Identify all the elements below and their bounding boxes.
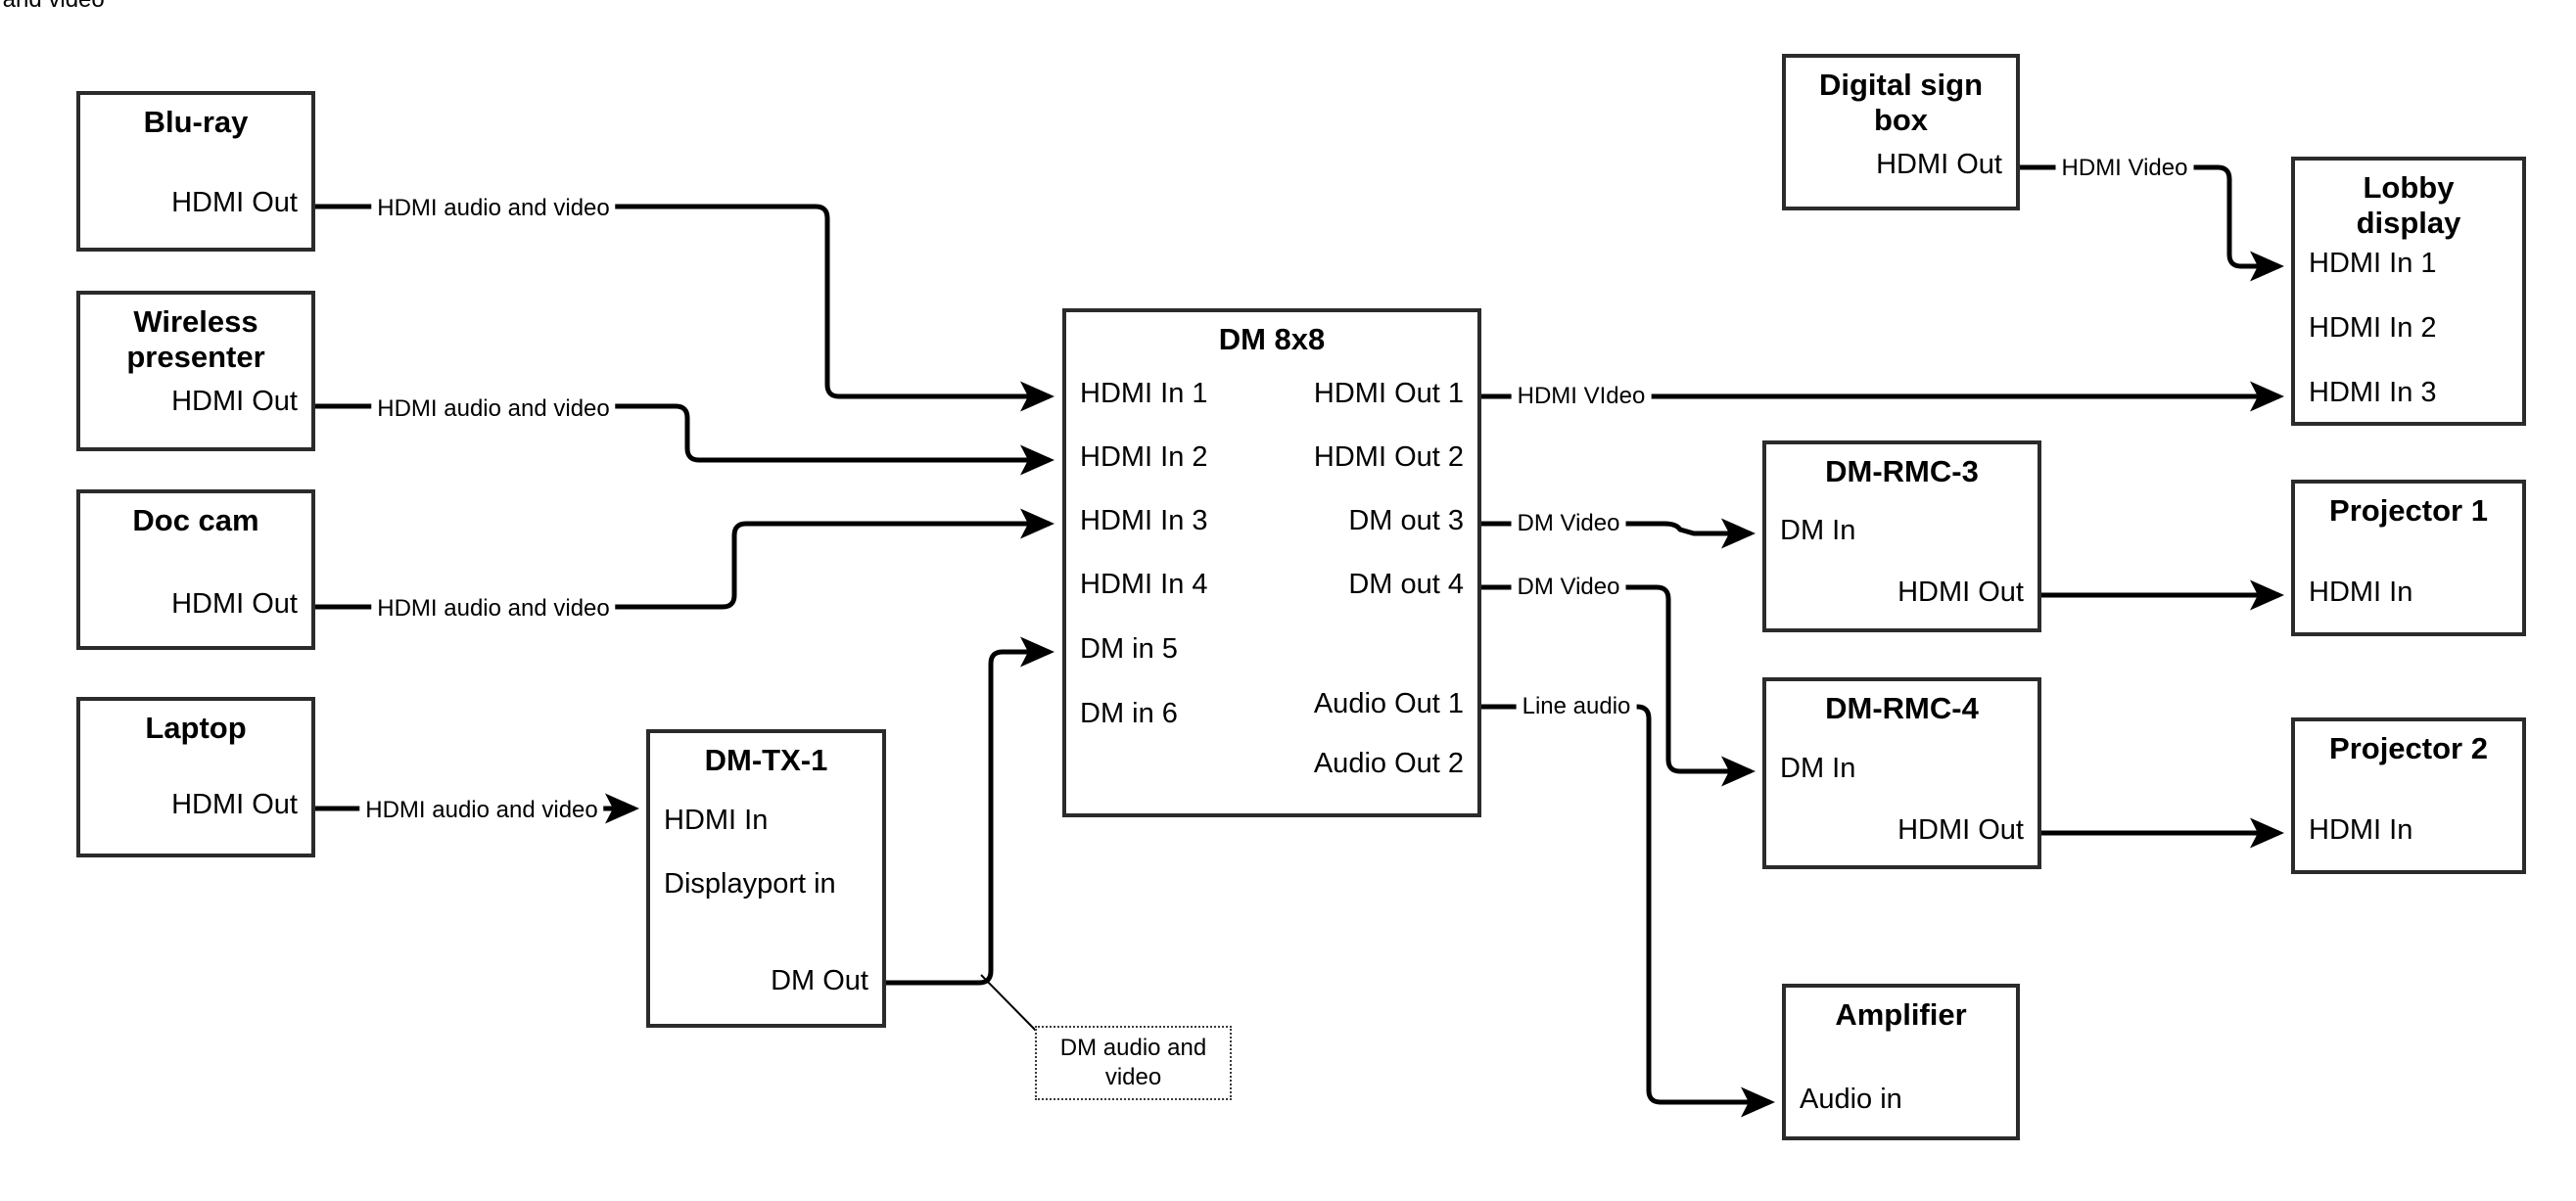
wire-digital-sign-to-lobby-hdmi-1 [2020,164,2284,282]
port-dm-8x8-dm-in-6[interactable]: DM in 6 [1080,698,1178,729]
wire-label-dm-tx-1-to-dm-in-5: DM audio and video [0,0,111,14]
port-blu-ray-hdmi-out[interactable]: HDMI Out [171,187,298,218]
port-dm-rmc-3-dm-in[interactable]: DM In [1780,515,1856,546]
wire-label-wireless-presenter-to-dm-in-2: HDMI audio and video [371,395,616,423]
port-dm-rmc-3-hdmi-out[interactable]: HDMI Out [1897,577,2024,608]
wire-label-dm-out-3-to-rmc-3: DM Video [1511,510,1626,537]
wire-dm-out-3-to-rmc-3 [1481,518,1756,549]
wire-label-audio-out-1-to-amplifier: Line audio [1516,693,1637,720]
device-title-amplifier: Amplifier [1835,997,1967,1032]
device-title-projector-2: Projector 2 [2329,731,2488,765]
device-box-dm-rmc-3[interactable]: DM-RMC-3 [1762,440,2041,632]
wire-audio-out-1-to-amplifier [1481,704,1775,1118]
port-dm-8x8-audio-out-1[interactable]: Audio Out 1 [1313,688,1464,719]
device-title-digital-sign-box: Digital sign box [1818,68,1984,137]
wire-label-blu-ray-to-dm-in-1: HDMI audio and video [371,195,616,222]
port-amplifier-audio-in[interactable]: Audio in [1800,1084,1902,1115]
wire-blu-ray-to-dm-in-1 [315,204,1054,412]
callout-leader-lines [980,974,1041,1036]
wire-label-laptop-to-dm-tx-1: HDMI audio and video [359,797,604,824]
port-dm-8x8-audio-out-2[interactable]: Audio Out 2 [1313,748,1464,779]
device-title-lobby-display: Lobby display [2356,170,2461,240]
device-title-dm-8x8: DM 8x8 [1218,322,1326,356]
device-title-dm-tx-1: DM-TX-1 [704,743,828,777]
wire-dm-out-4-to-rmc-4 [1481,584,1756,787]
device-title-dm-rmc-3: DM-RMC-3 [1825,454,1979,488]
device-title-dm-rmc-4: DM-RMC-4 [1825,691,1979,725]
port-projector-2-hdmi-in[interactable]: HDMI In [2309,814,2413,846]
device-title-laptop: Laptop [145,711,247,745]
device-box-dm-8x8[interactable]: DM 8x8 [1062,308,1481,817]
port-dm-tx-1-hdmi-in[interactable]: HDMI In [664,805,769,836]
port-dm-8x8-hdmi-out-1[interactable]: HDMI Out 1 [1313,378,1464,409]
port-dm-8x8-dm-in-5[interactable]: DM in 5 [1080,633,1178,665]
device-title-wireless-presenter: Wireless presenter [126,304,265,374]
port-digital-sign-box-hdmi-out[interactable]: HDMI Out [1876,149,2002,180]
device-title-doc-cam: Doc cam [132,503,259,537]
wire-dm-tx-1-to-dm-in-5 [886,636,1054,986]
device-box-projector-1[interactable]: Projector 1 [2291,480,2526,636]
wire-wireless-presenter-to-dm-in-2 [315,403,1054,476]
device-box-lobby-display[interactable]: Lobby display [2291,157,2526,426]
port-dm-8x8-dm-out-4[interactable]: DM out 4 [1348,569,1464,600]
port-lobby-display-hdmi-in-1[interactable]: HDMI In 1 [2309,248,2437,279]
port-projector-1-hdmi-in[interactable]: HDMI In [2309,577,2413,608]
device-box-wireless-presenter[interactable]: Wireless presenter [76,291,315,451]
port-dm-8x8-hdmi-in-1[interactable]: HDMI In 1 [1080,378,1208,409]
wire-label-doc-cam-to-dm-in-3: HDMI audio and video [371,595,616,623]
callout-dm-audio-video-callout: DM audio and video [1035,1026,1232,1100]
port-dm-8x8-hdmi-in-4[interactable]: HDMI In 4 [1080,569,1208,600]
port-laptop-hdmi-out[interactable]: HDMI Out [171,789,298,820]
device-box-doc-cam[interactable]: Doc cam [76,489,315,650]
device-title-projector-1: Projector 1 [2329,493,2488,528]
port-dm-8x8-hdmi-out-2[interactable]: HDMI Out 2 [1313,441,1464,473]
device-box-dm-tx-1[interactable]: DM-TX-1 [646,729,886,1028]
device-box-dm-rmc-4[interactable]: DM-RMC-4 [1762,677,2041,869]
port-dm-rmc-4-dm-in[interactable]: DM In [1780,753,1856,784]
port-dm-rmc-4-hdmi-out[interactable]: HDMI Out [1897,814,2024,846]
device-box-blu-ray[interactable]: Blu-ray [76,91,315,252]
wire-label-dm-out-1-to-lobby-hdmi-3: HDMI VIdeo [1511,383,1652,410]
device-box-digital-sign-box[interactable]: Digital sign box [1782,54,2020,210]
leader-line-dm-audio-video-callout [980,974,1041,1036]
wire-label-digital-sign-to-lobby-hdmi-1: HDMI Video [2055,155,2194,182]
wire-label-dm-out-4-to-rmc-4: DM Video [1511,574,1626,601]
device-box-amplifier[interactable]: Amplifier [1782,984,2020,1140]
port-dm-8x8-hdmi-in-3[interactable]: HDMI In 3 [1080,505,1208,536]
device-box-laptop[interactable]: Laptop [76,697,315,857]
port-dm-8x8-hdmi-in-2[interactable]: HDMI In 2 [1080,441,1208,473]
port-dm-tx-1-dm-out[interactable]: DM Out [771,965,868,996]
port-wireless-presenter-hdmi-out[interactable]: HDMI Out [171,386,298,417]
device-title-blu-ray: Blu-ray [143,105,249,139]
port-lobby-display-hdmi-in-3[interactable]: HDMI In 3 [2309,377,2437,408]
port-dm-8x8-dm-out-3[interactable]: DM out 3 [1348,505,1464,536]
port-doc-cam-hdmi-out[interactable]: HDMI Out [171,588,298,620]
device-box-projector-2[interactable]: Projector 2 [2291,717,2526,874]
wire-doc-cam-to-dm-in-3 [315,508,1054,610]
port-lobby-display-hdmi-in-2[interactable]: HDMI In 2 [2309,312,2437,344]
port-dm-tx-1-displayport-in[interactable]: Displayport in [664,868,836,900]
